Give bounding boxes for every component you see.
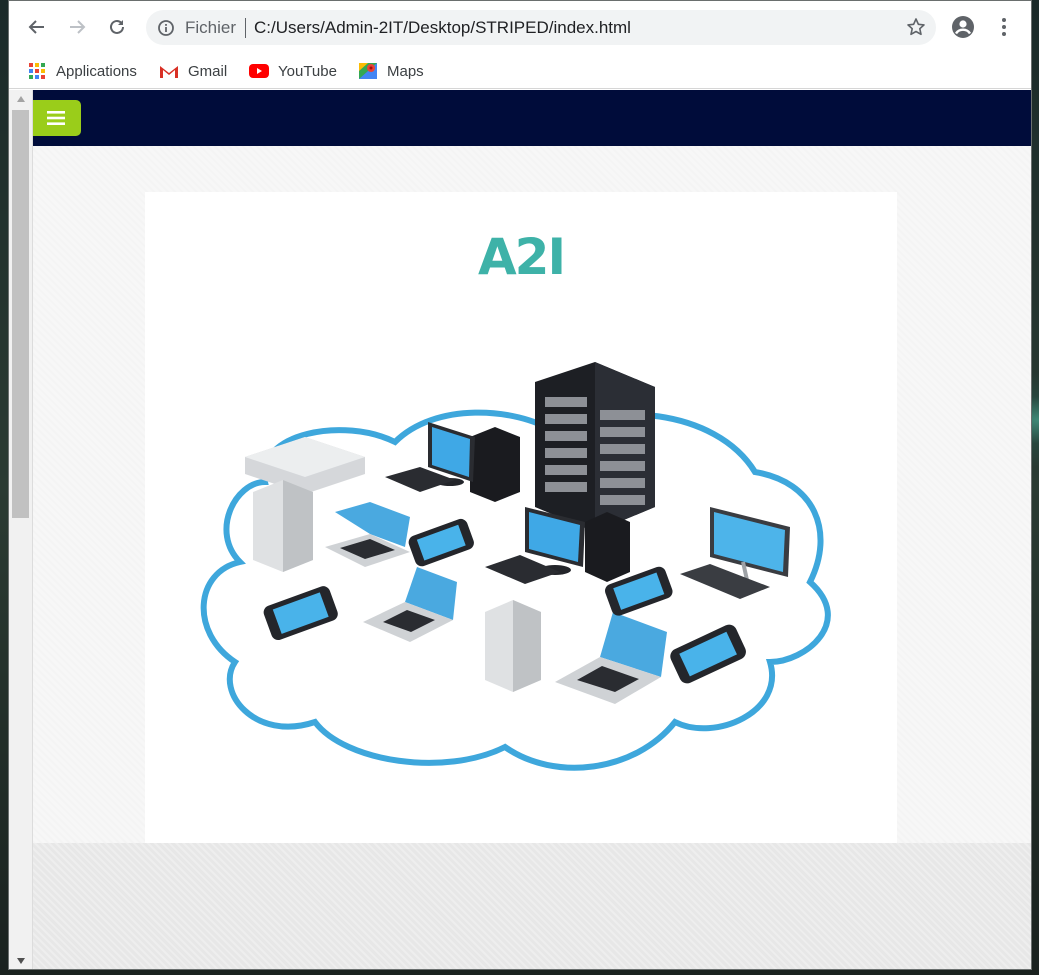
bookmark-gmail[interactable]: Gmail xyxy=(159,58,227,84)
address-bar[interactable]: Fichier C:/Users/Admin-2IT/Desktop/STRIP… xyxy=(146,10,936,45)
bookmark-applications[interactable]: Applications xyxy=(27,58,137,84)
footer-section xyxy=(33,843,1031,969)
site-navbar xyxy=(33,90,1031,146)
url-text[interactable]: C:/Users/Admin-2IT/Desktop/STRIPED/index… xyxy=(254,17,631,37)
hero-section: A2I xyxy=(33,146,1031,843)
hamburger-icon xyxy=(47,111,65,125)
site-logo: A2I xyxy=(477,228,566,286)
info-icon[interactable] xyxy=(157,19,175,37)
gmail-icon xyxy=(159,61,179,81)
web-page: A2I xyxy=(33,90,1031,969)
hero-card: A2I xyxy=(145,192,897,843)
bookmark-label: YouTube xyxy=(278,62,337,80)
arrow-left-icon xyxy=(28,20,44,34)
maps-icon xyxy=(358,61,378,81)
url-scheme-label: Fichier xyxy=(185,17,237,37)
apps-grid-icon xyxy=(27,61,47,81)
back-button[interactable] xyxy=(23,13,51,41)
bookmark-label: Gmail xyxy=(188,62,228,80)
youtube-icon xyxy=(249,61,269,81)
forward-button[interactable] xyxy=(63,13,91,41)
bookmarks-bar: Applications Gmail YouTube xyxy=(9,53,1031,89)
reload-button[interactable] xyxy=(103,13,131,41)
vertical-scrollbar[interactable] xyxy=(9,90,33,969)
bookmark-label: Maps xyxy=(387,62,424,80)
vertical-dots-icon[interactable] xyxy=(994,15,1014,39)
cloud-network-illustration xyxy=(200,362,831,771)
reload-icon xyxy=(110,19,124,34)
menu-toggle-button[interactable] xyxy=(33,100,81,136)
bookmark-label: Applications xyxy=(56,62,137,80)
scroll-down-button[interactable] xyxy=(9,952,33,969)
arrow-right-icon xyxy=(70,20,86,34)
page-viewport: A2I xyxy=(9,90,1031,969)
scroll-thumb[interactable] xyxy=(12,110,29,518)
star-icon[interactable] xyxy=(906,17,926,37)
bookmark-youtube[interactable]: YouTube xyxy=(249,58,337,84)
url-separator xyxy=(245,17,247,38)
scroll-up-button[interactable] xyxy=(9,90,33,108)
browser-window: Fichier C:/Users/Admin-2IT/Desktop/STRIP… xyxy=(8,0,1032,970)
account-icon[interactable] xyxy=(951,15,975,39)
browser-toolbar: Fichier C:/Users/Admin-2IT/Desktop/STRIP… xyxy=(9,1,1031,53)
bookmark-maps[interactable]: Maps xyxy=(358,58,424,84)
